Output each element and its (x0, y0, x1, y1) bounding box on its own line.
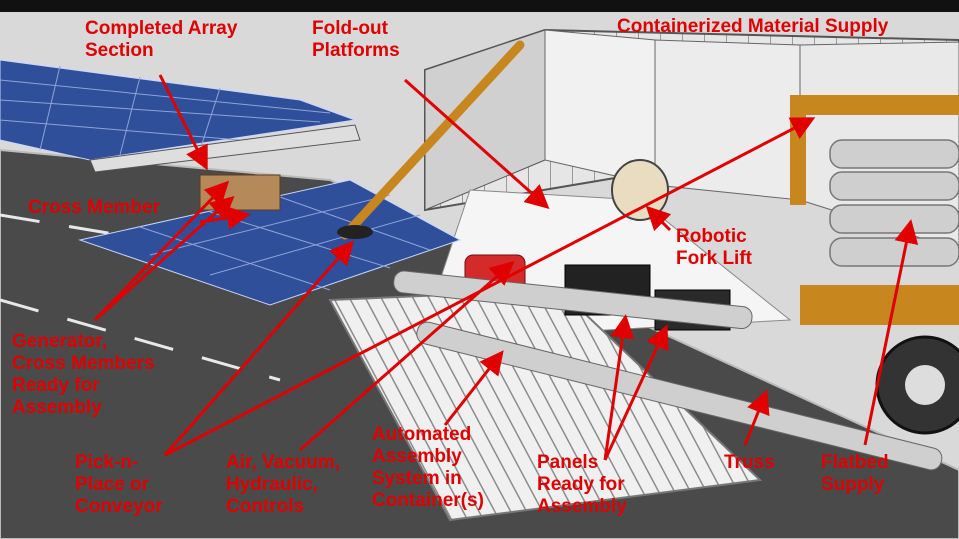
arrow-pick-1 (163, 240, 354, 456)
label-line: Platforms (312, 40, 400, 61)
label-line: Container(s) (372, 490, 484, 511)
label-line: Containerized Material Supply (617, 16, 889, 37)
label-line: Panels (537, 452, 599, 473)
label-line: Ready for (12, 375, 100, 396)
title-bar (0, 0, 959, 12)
label-line: Fork Lift (676, 248, 752, 269)
flatbed-pipes (829, 139, 959, 267)
label-line: Supply (821, 474, 885, 495)
arrow-pick-2 (164, 117, 816, 457)
arrow-robotic (645, 205, 672, 232)
truss-lower (416, 321, 943, 471)
arrow-panels-2 (603, 324, 669, 461)
label-line: Fold-out (312, 18, 388, 39)
cross-member-box (199, 174, 281, 211)
label-line: Cross Members (12, 353, 155, 374)
label-line: Generator, (12, 331, 108, 352)
arrow-generator-2 (93, 180, 230, 322)
label-cross-member: Cross Member (28, 197, 160, 219)
label-line: Truss (724, 452, 775, 473)
label-line: System in (372, 468, 462, 489)
arrows (93, 74, 919, 461)
arrow-generator-1 (94, 196, 235, 322)
label-line: Assembly (537, 496, 627, 517)
label-line: Cross Member (28, 197, 160, 218)
label-line: Automated (372, 424, 472, 445)
robotic-arm (340, 40, 525, 240)
arrow-automated (443, 350, 504, 426)
label-line: Hydraulic, (226, 474, 318, 495)
label-air-vacuum: Air, Vacuum,Hydraulic,Controls (226, 452, 340, 518)
label-line: Flatbed (821, 452, 889, 473)
arrow-truss (743, 389, 770, 446)
label-line: Controls (226, 496, 305, 517)
label-line: Ready for (537, 474, 625, 495)
label-line: Completed Array (85, 18, 238, 39)
label-line: Section (85, 40, 154, 61)
robotic-fork-lift (611, 159, 669, 221)
label-line: Conveyor (75, 496, 163, 517)
label-containerized-supply: Containerized Material Supply (617, 16, 888, 38)
arrow-air (299, 261, 515, 452)
label-line: Assembly (372, 446, 462, 467)
arrow-panels-1 (603, 314, 635, 461)
arrow-fold-out (404, 78, 550, 209)
label-truss: Truss (724, 452, 775, 474)
arrow-completed (158, 74, 208, 171)
label-line: Air, Vacuum, (226, 452, 341, 473)
label-line: Pick-n- (75, 452, 139, 473)
arrow-flatbed (863, 219, 919, 446)
label-line: Assembly (12, 397, 102, 418)
flatbed (800, 285, 959, 325)
label-line: Robotic (676, 226, 747, 247)
truss-upper (393, 270, 753, 330)
label-line: Place or (75, 474, 149, 495)
